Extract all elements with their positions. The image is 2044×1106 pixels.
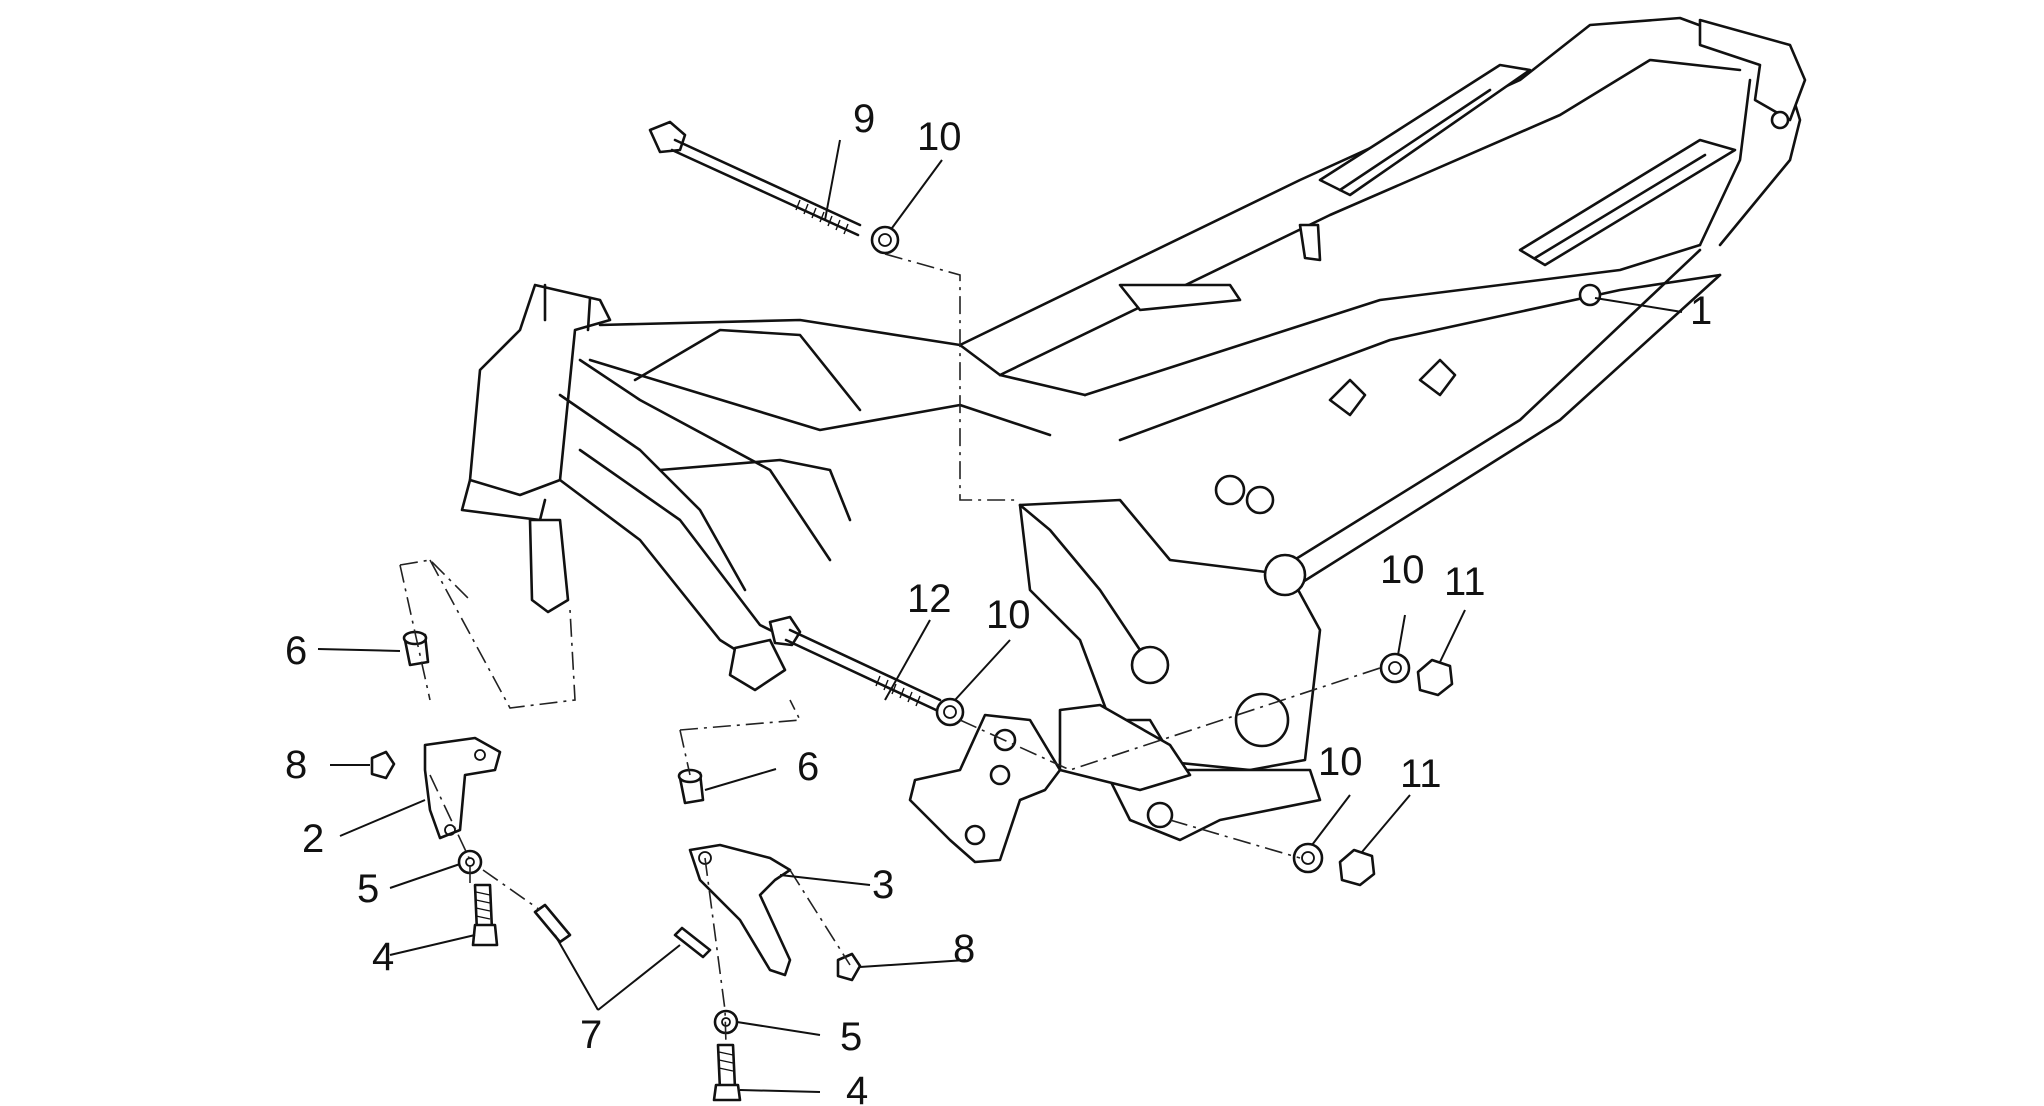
through-bolt-12 — [768, 615, 942, 712]
callout-10-top: 10 — [917, 115, 962, 159]
engine-mount-plate — [908, 703, 1192, 864]
through-bolt-9 — [648, 120, 862, 237]
callout-3: 3 — [872, 863, 894, 907]
callout-1: 1 — [1690, 289, 1712, 333]
callout-6-left: 6 — [285, 629, 307, 673]
callout-5-left: 5 — [357, 867, 379, 911]
callout-labels: 1 2 3 4 4 5 5 6 6 7 8 8 9 10 10 10 10 11… — [285, 97, 1712, 1106]
callout-10-mid: 10 — [986, 593, 1031, 637]
callout-11-upper: 11 — [1444, 560, 1486, 604]
studs-7 — [533, 903, 712, 959]
callout-4-right: 4 — [846, 1069, 868, 1106]
callout-6-right: 6 — [797, 745, 819, 789]
assembly-lines — [399, 253, 1381, 1046]
callout-4-left: 4 — [372, 935, 394, 979]
spacer-10-right-upper — [1379, 652, 1411, 684]
left-bracket-assembly — [370, 630, 502, 947]
callout-8-right: 8 — [953, 927, 975, 971]
right-bracket-assembly — [677, 768, 862, 1102]
nut-11-upper — [1416, 658, 1454, 697]
spacer-10-mid — [935, 697, 965, 727]
spacer-10-right-lower — [1292, 842, 1324, 874]
callout-7: 7 — [580, 1013, 602, 1057]
spacer-10-top — [870, 225, 900, 255]
leader-lines — [317, 139, 1683, 1093]
callout-10-right-upper: 10 — [1380, 548, 1425, 592]
callout-2: 2 — [302, 817, 324, 861]
callout-9: 9 — [853, 97, 875, 141]
callout-11-lower: 11 — [1400, 752, 1442, 796]
callout-5-right: 5 — [840, 1015, 862, 1059]
callout-12: 12 — [907, 577, 952, 621]
callout-10-right-lower: 10 — [1318, 740, 1363, 784]
callout-8-left: 8 — [285, 743, 307, 787]
nut-11-lower — [1338, 848, 1376, 887]
